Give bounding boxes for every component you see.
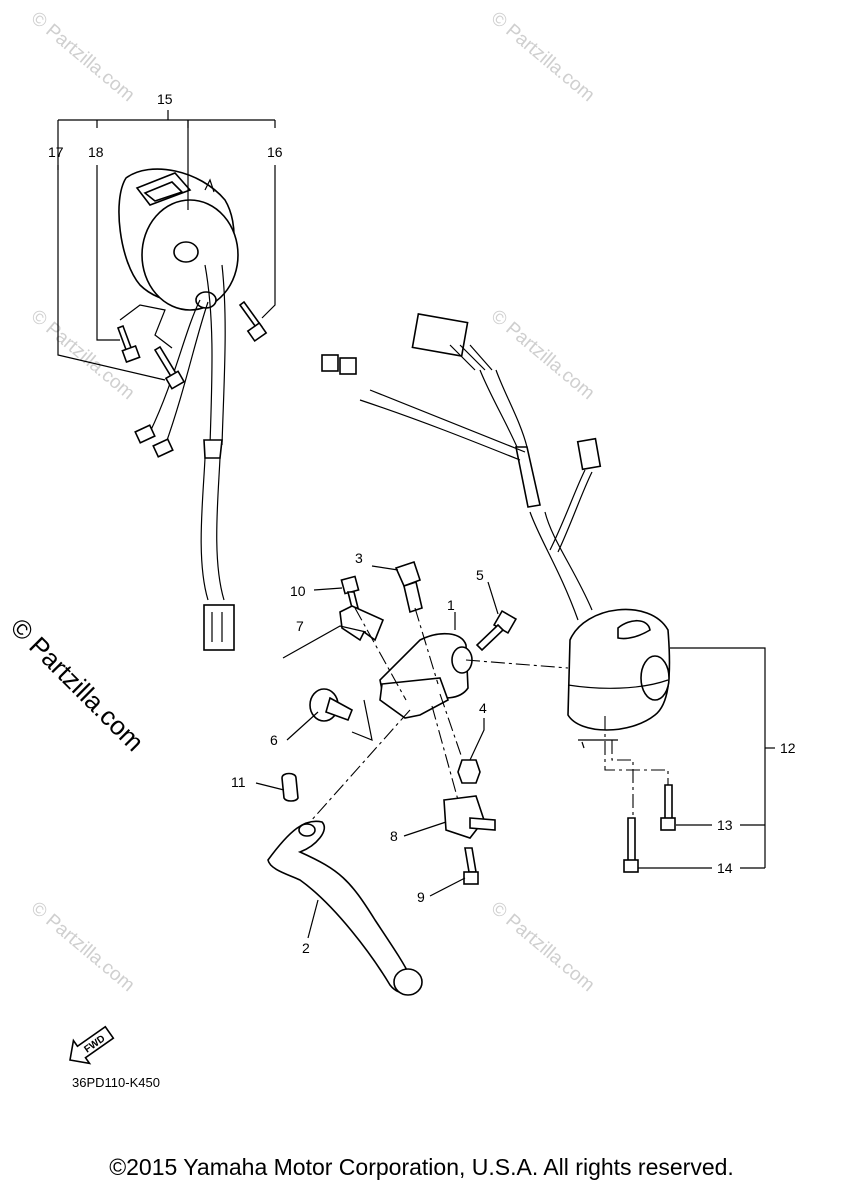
callout-3: 3: [355, 550, 363, 566]
left-group-leaders: [57, 110, 276, 381]
callout-9: 9: [417, 889, 425, 905]
callout-16: 16: [267, 144, 283, 160]
copyright-footer: ©2015 Yamaha Motor Corporation, U.S.A. A…: [109, 1154, 734, 1180]
screws-16-17-18: [116, 300, 268, 390]
lever-2: [267, 820, 423, 996]
watermark: © Partzilla.com: [27, 8, 139, 106]
switch-8: [443, 795, 496, 839]
callout-7: 7: [296, 618, 304, 634]
nut-4: [457, 759, 481, 784]
part-code: 36PD110-K450: [72, 1075, 160, 1090]
screw-9: [463, 847, 479, 885]
lever-assembly-leaders: [255, 565, 569, 939]
callout-13: 13: [717, 817, 733, 833]
callout-11: 11: [231, 774, 246, 790]
watermark: © Partzilla.com: [487, 898, 599, 996]
bracket-7: [339, 605, 385, 642]
small-screw-10: [340, 575, 360, 609]
callout-10: 10: [290, 583, 306, 599]
lever-holder: [379, 632, 473, 719]
callout-4: 4: [479, 700, 487, 716]
right-switch-screws: [604, 716, 676, 873]
callout-12: 12: [780, 740, 796, 756]
watermark: © Partzilla.com: [27, 306, 139, 404]
bolt-5: [475, 609, 518, 652]
watermark: © Partzilla.com: [27, 898, 139, 996]
right-group-leaders: [638, 647, 775, 869]
callout-1: 1: [447, 597, 455, 613]
left-switch-wiring: [134, 264, 235, 651]
callout-8: 8: [390, 828, 398, 844]
right-switch-wiring: [321, 312, 602, 621]
watermark: © Partzilla.com: [487, 8, 599, 106]
callout-18: 18: [88, 144, 104, 160]
callout-6: 6: [270, 732, 278, 748]
left-handlebar-switch: [118, 168, 239, 311]
callout-17: 17: [48, 144, 64, 160]
watermark-layer: © Partzilla.com © Partzilla.com © Partzi…: [27, 8, 599, 996]
callout-labels: 15 17 18 16 3 10 5 1 7 4 6 12 11 13 8 14…: [48, 91, 796, 956]
callout-14: 14: [717, 860, 733, 876]
holder-bolt-3: [394, 560, 423, 614]
right-handlebar-switch: [567, 608, 671, 749]
callout-15: 15: [157, 91, 173, 107]
callout-5: 5: [476, 567, 484, 583]
fwd-arrow-icon: FWD: [69, 1025, 115, 1065]
callout-2: 2: [302, 940, 310, 956]
bolt-6: [309, 688, 354, 722]
collar-11: [281, 772, 299, 802]
